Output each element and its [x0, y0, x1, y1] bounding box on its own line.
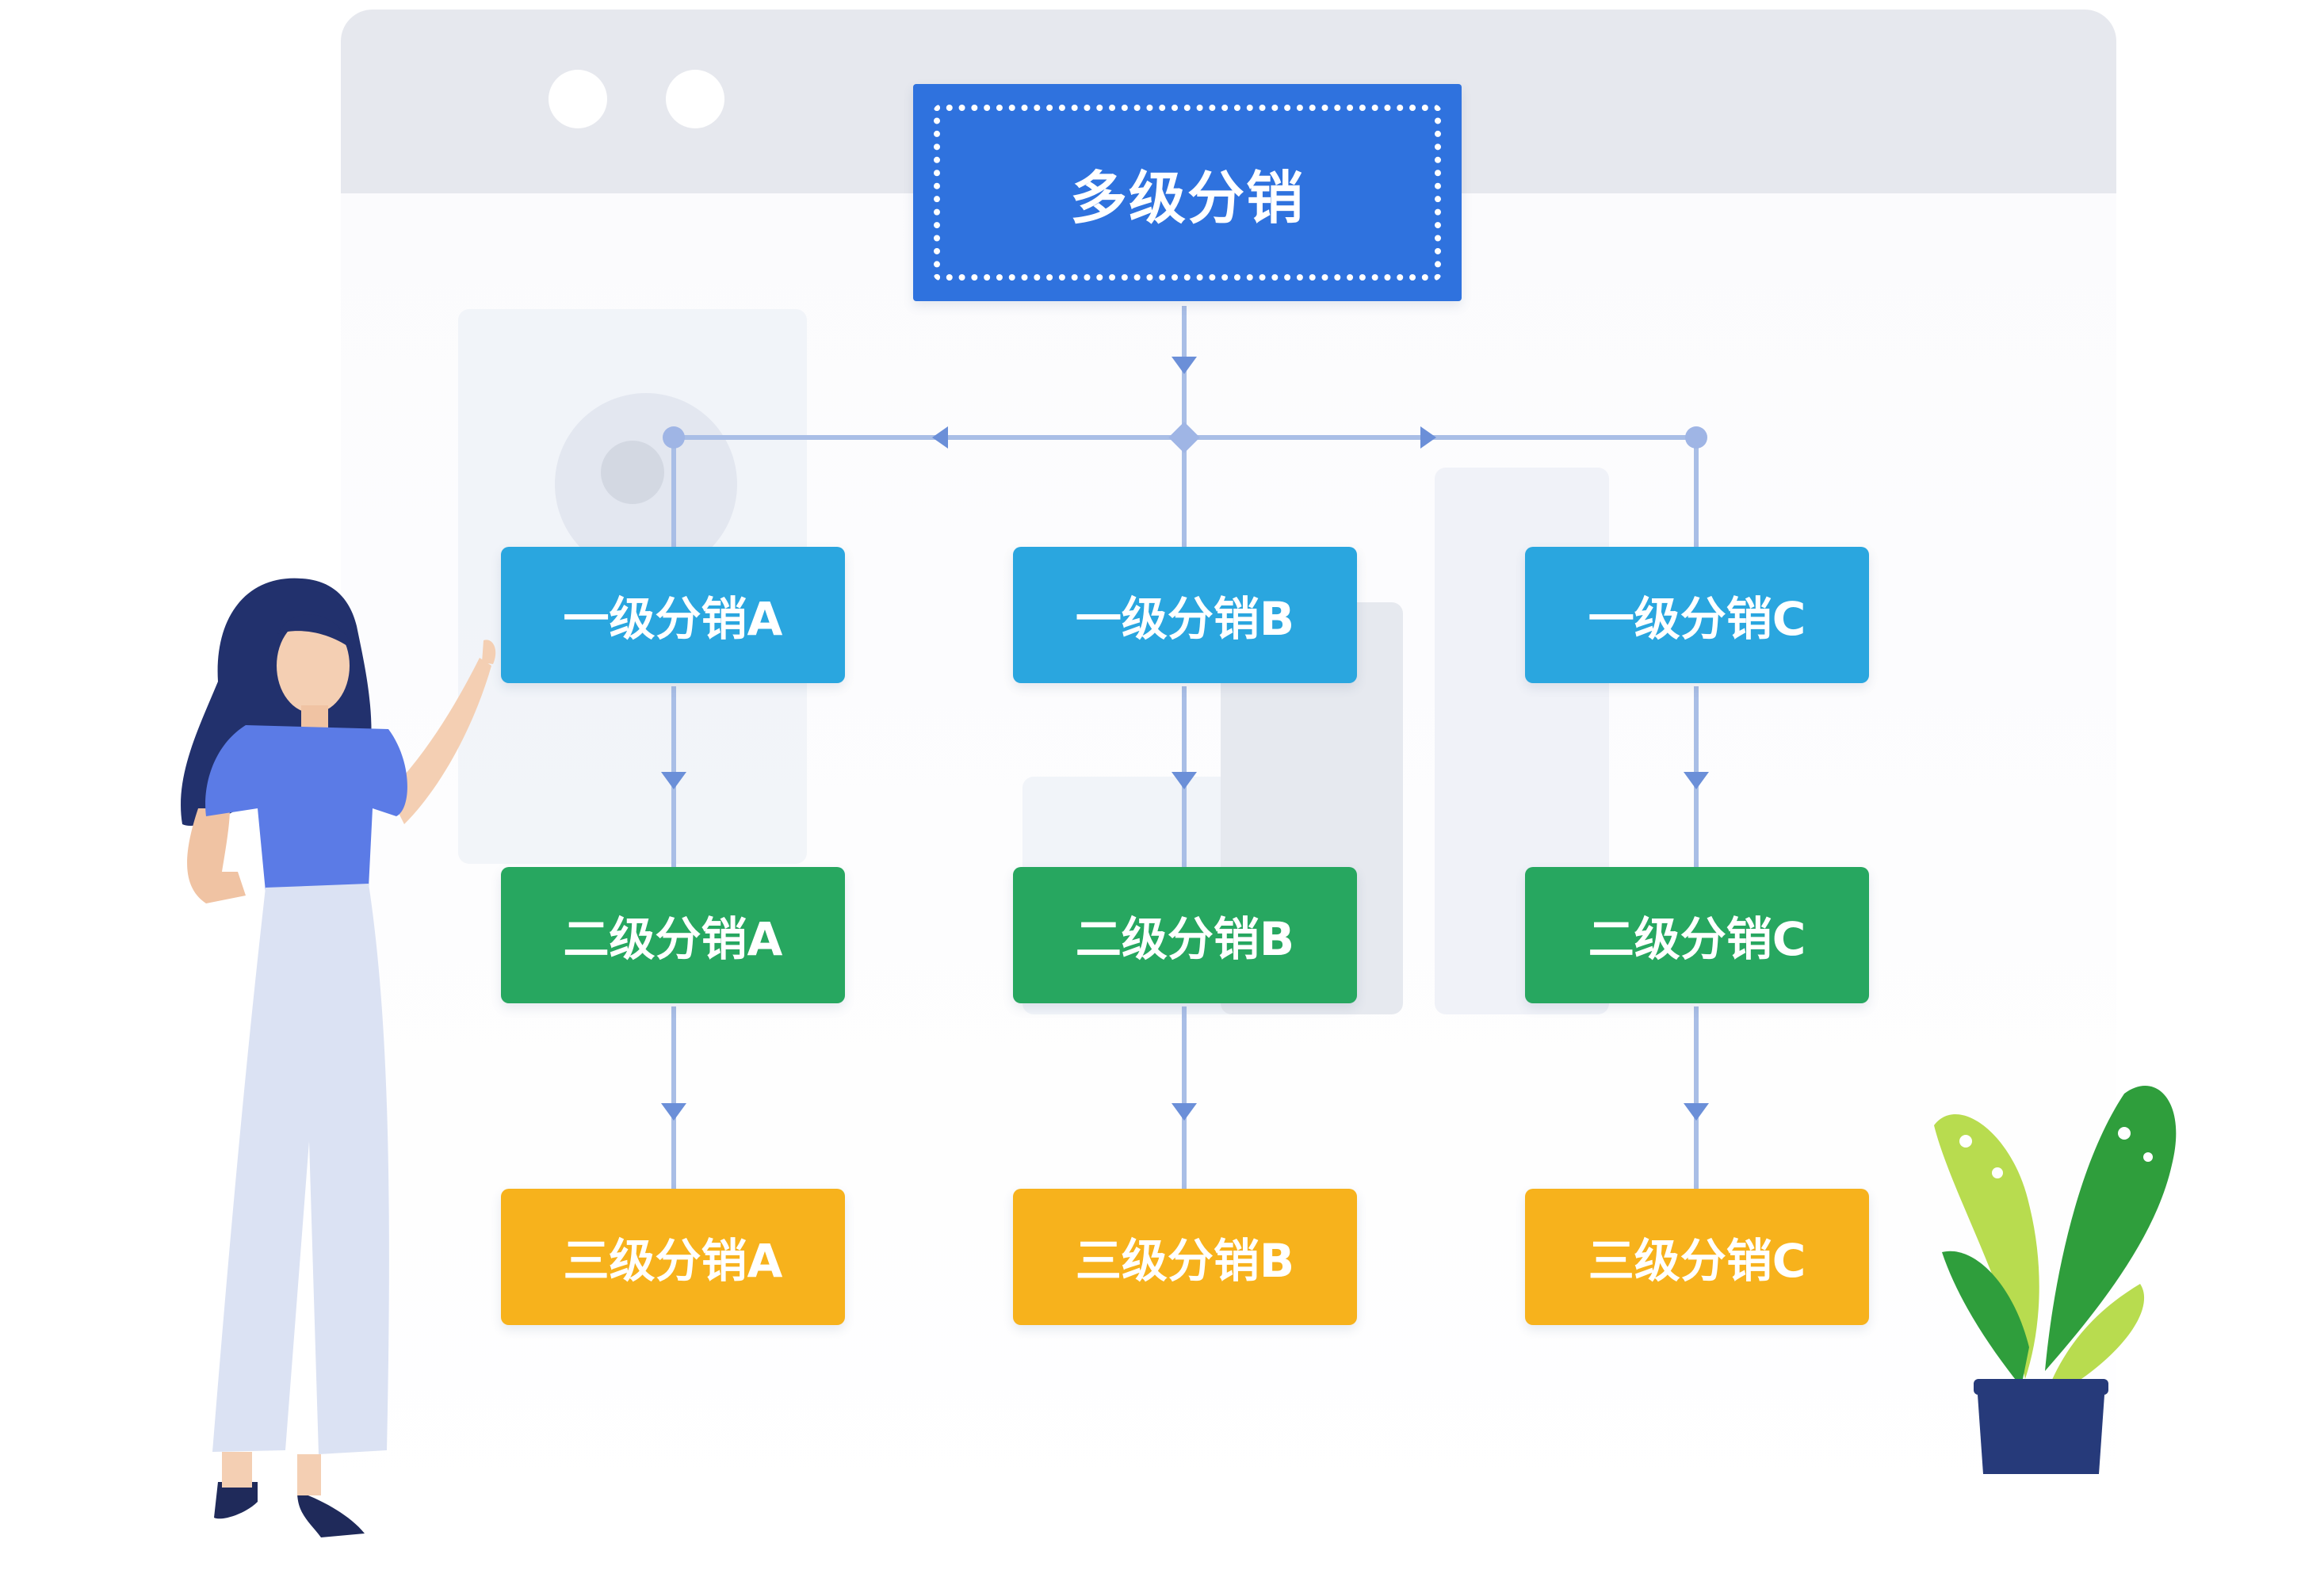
level1-node-b: 一级分销B: [1013, 547, 1357, 683]
potted-plant-illustration: [1934, 1086, 2177, 1474]
node-label: 三级分销B: [1075, 1234, 1295, 1288]
level1-node-a: 一级分销A: [501, 547, 845, 683]
node-label: 一级分销A: [563, 592, 783, 646]
node-label: 三级分销C: [1588, 1234, 1806, 1288]
window-dot: [666, 70, 724, 128]
node-label: 三级分销A: [563, 1234, 783, 1288]
background-avatar-head: [601, 441, 664, 504]
node-label: 一级分销C: [1588, 592, 1806, 646]
level2-node-c: 二级分销C: [1525, 867, 1869, 1003]
level3-node-c: 三级分销C: [1525, 1189, 1869, 1325]
window-dot: [549, 70, 607, 128]
node-label: 二级分销C: [1588, 912, 1806, 966]
node-label: 二级分销B: [1075, 912, 1295, 966]
level3-node-a: 三级分销A: [501, 1189, 845, 1325]
root-node-label: 多级分销: [1069, 164, 1305, 231]
level2-node-b: 二级分销B: [1013, 867, 1357, 1003]
woman-illustration: [181, 578, 496, 1537]
root-node-dotted-border: [934, 105, 1441, 281]
level3-node-b: 三级分销B: [1013, 1189, 1357, 1325]
level2-node-a: 二级分销A: [501, 867, 845, 1003]
level1-node-c: 一级分销C: [1525, 547, 1869, 683]
node-label: 二级分销A: [563, 912, 783, 966]
root-node: 多级分销: [913, 84, 1462, 301]
node-label: 一级分销B: [1075, 592, 1295, 646]
